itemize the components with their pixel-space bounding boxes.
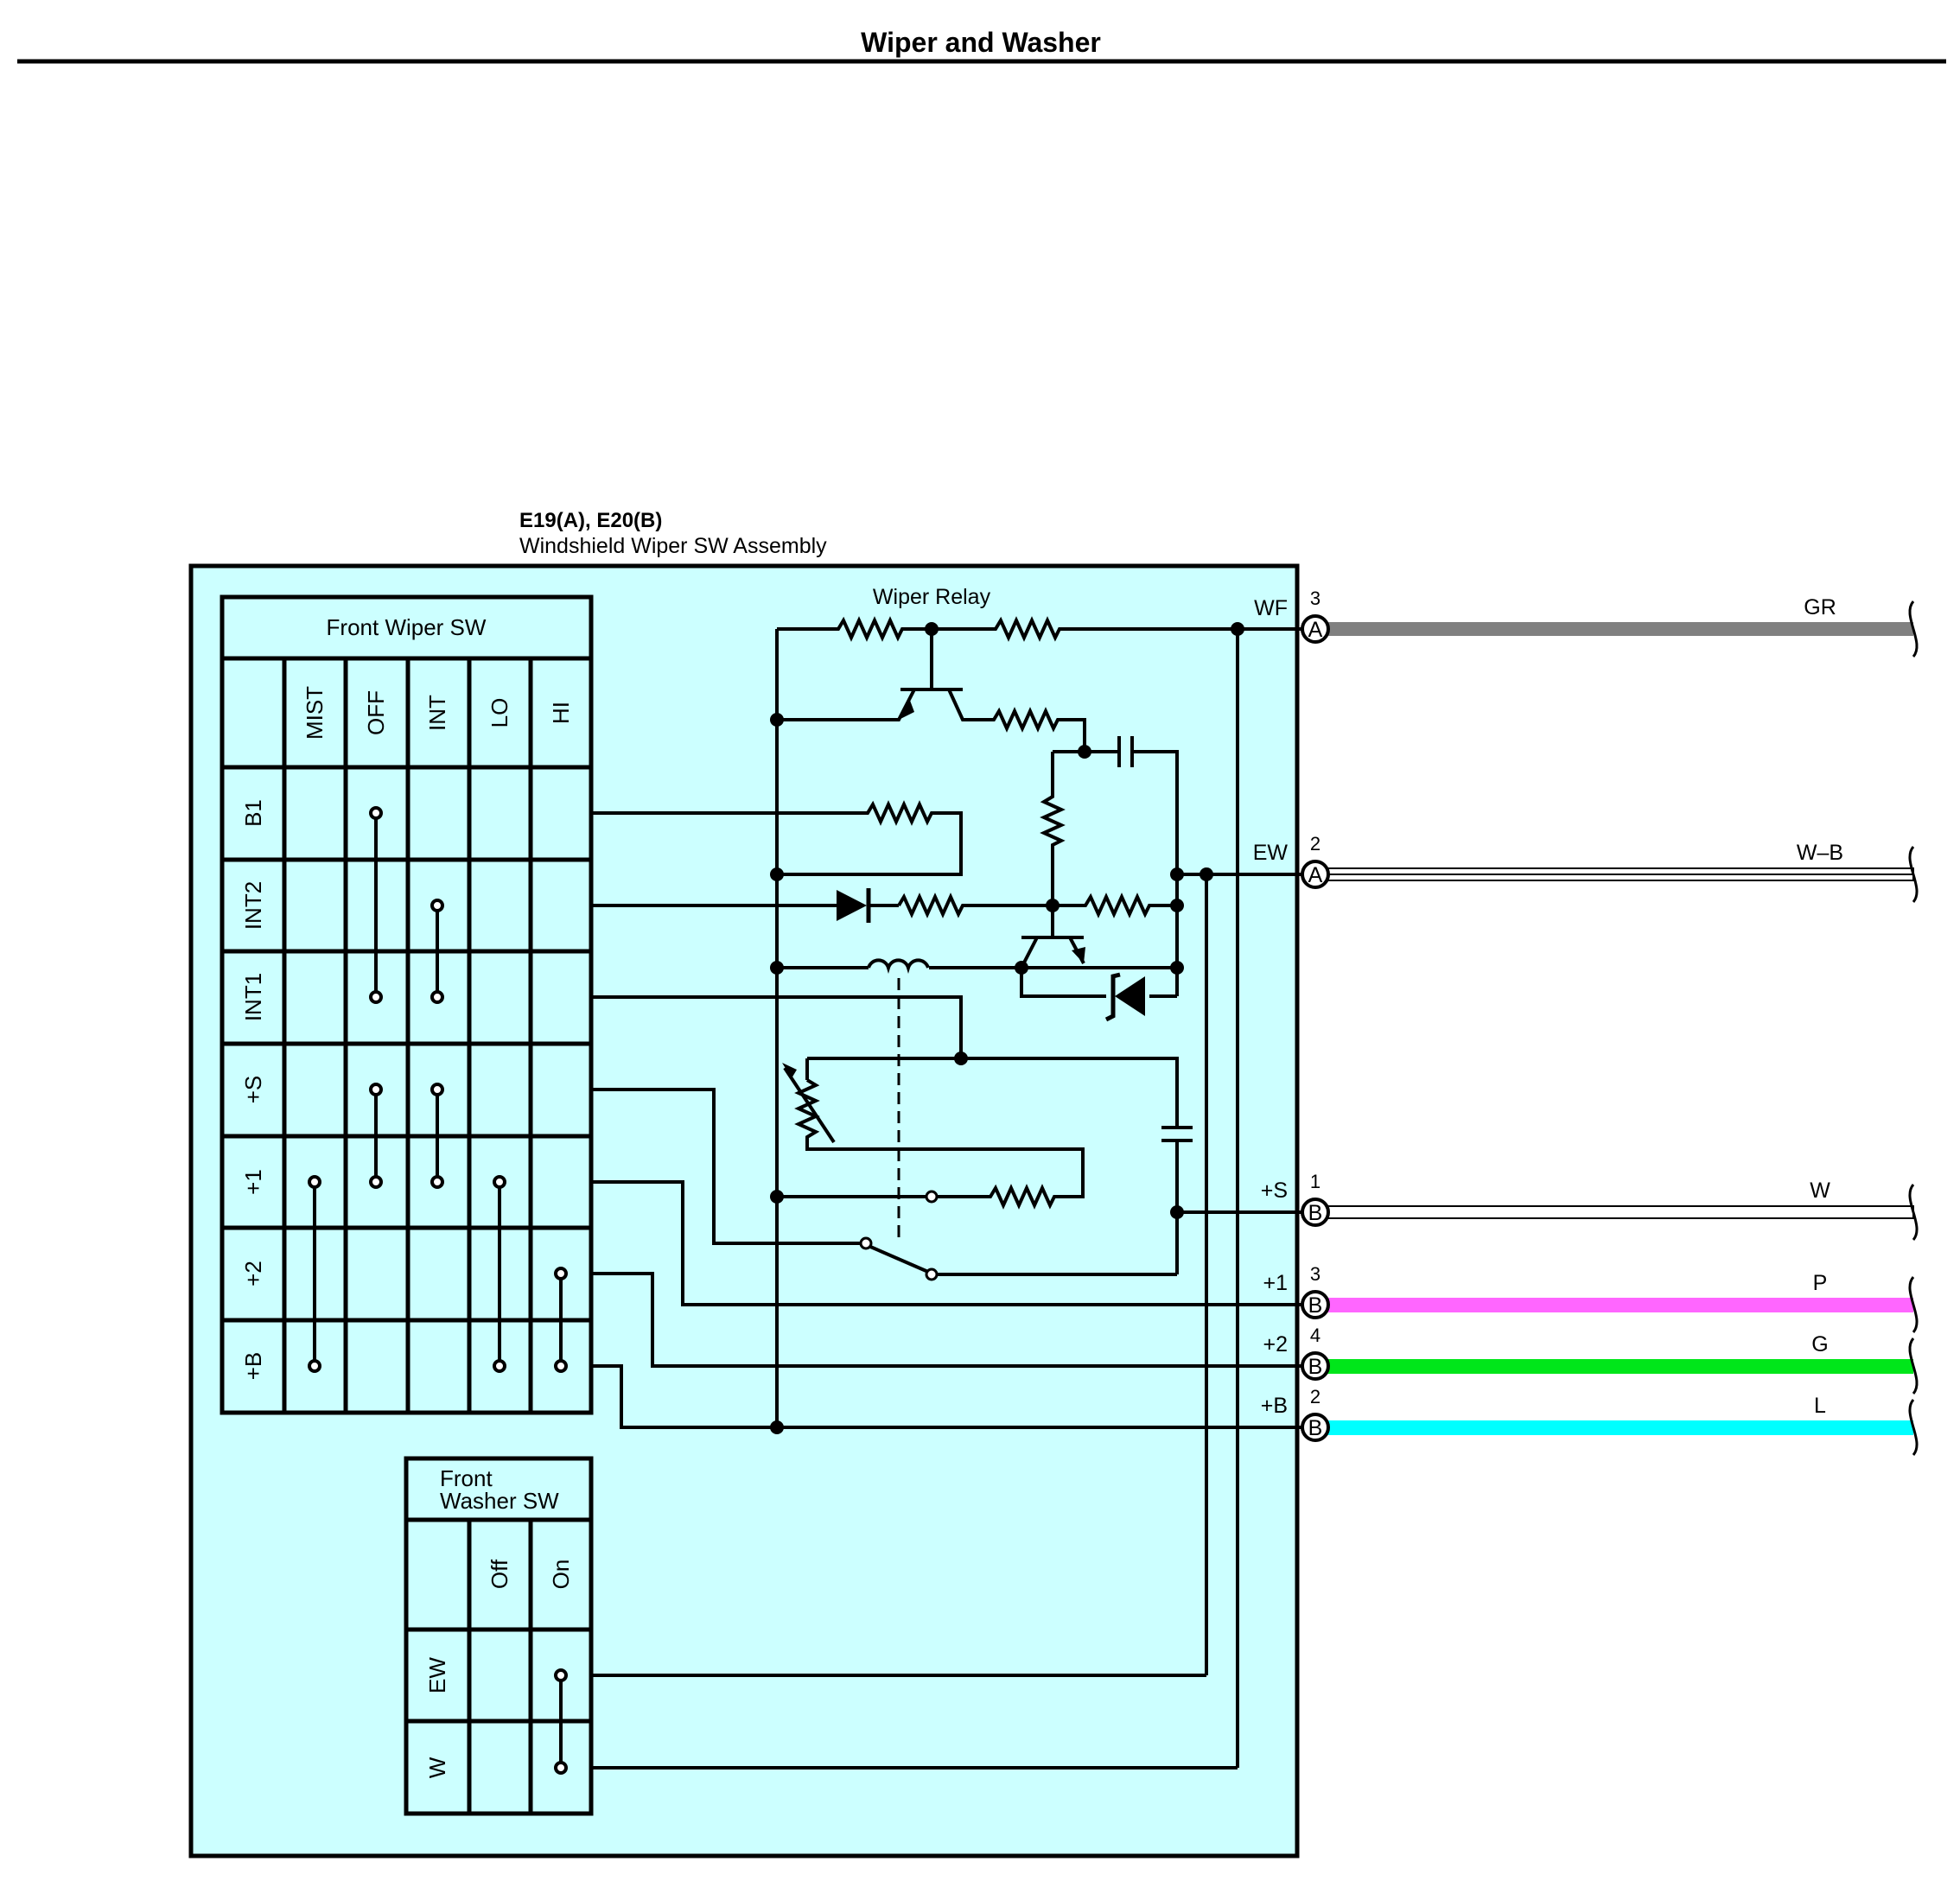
pin-plus-s-num: 1 <box>1310 1171 1320 1192</box>
wiper-pos-lo: LO <box>487 698 512 728</box>
pin-ew: A 2 EW W–B <box>1253 833 1843 889</box>
wiper-term-plus-b: +B <box>240 1352 266 1381</box>
connector-pins: A 3 WF GR A 2 EW W–B B 1 +S W B 3 +1 P <box>1253 588 1843 1442</box>
zener-diode <box>1115 976 1145 1016</box>
external-wires <box>1316 622 1914 1435</box>
pin-plus-1: B 3 +1 P <box>1263 1263 1828 1319</box>
wire-gr-label: GR <box>1804 595 1836 619</box>
wire-p <box>1317 1298 1913 1312</box>
pin-ew-num: 2 <box>1310 833 1320 855</box>
wire-w-b-label: W–B <box>1797 841 1843 865</box>
pin-wf-letter: A <box>1308 618 1323 642</box>
washer-sw-title-2: Washer SW <box>440 1488 559 1514</box>
transistor-2-arrow <box>1072 947 1085 963</box>
washer-term-w: W <box>424 1757 450 1778</box>
contact-2 <box>859 1236 873 1250</box>
pin-wf-num: 3 <box>1310 588 1320 609</box>
pin-plus-s: B 1 +S W <box>1261 1171 1830 1227</box>
pin-plus-1-name: +1 <box>1263 1271 1288 1295</box>
front-wiper-sw-title: Front Wiper SW <box>327 614 487 640</box>
pin-plus-s-name: +S <box>1261 1179 1288 1203</box>
wiper-term-plus-2: +2 <box>240 1261 266 1287</box>
pin-plus-b-letter: B <box>1308 1416 1323 1440</box>
variable-resistor-arrowhead <box>782 1063 797 1078</box>
wire-w <box>1316 1205 1914 1219</box>
wire-gr <box>1317 622 1913 636</box>
wire-l <box>1317 1420 1913 1435</box>
wiper-pos-mist: MIST <box>302 686 328 740</box>
wiper-term-plus-1: +1 <box>240 1169 266 1195</box>
wire-break-symbols <box>1908 600 1919 1456</box>
pin-plus-2: B 4 +2 G <box>1263 1325 1829 1381</box>
zener-bar <box>1104 972 1121 1022</box>
wiper-switch-connections <box>308 806 568 1373</box>
wiper-pos-off: OFF <box>363 690 389 735</box>
front-wiper-sw-table <box>220 594 594 1415</box>
washer-sw-title-1: Front <box>440 1465 493 1491</box>
wiper-term-plus-s: +S <box>240 1076 266 1104</box>
pin-plus-1-num: 3 <box>1310 1263 1320 1285</box>
front-washer-sw-table <box>404 1456 594 1816</box>
pin-wf-name: WF <box>1254 596 1288 620</box>
connector-name: Windshield Wiper SW Assembly <box>519 534 827 558</box>
pin-plus-1-letter: B <box>1308 1293 1323 1318</box>
pin-ew-letter: A <box>1308 863 1323 887</box>
washer-pos-on: On <box>548 1560 574 1590</box>
pin-plus-b: B 2 +B L <box>1261 1386 1826 1442</box>
assembly-box <box>188 563 1300 1858</box>
wire-p-label: P <box>1813 1271 1828 1295</box>
wiper-term-b1: B1 <box>240 799 266 827</box>
page-title: Wiper and Washer <box>861 27 1101 58</box>
washer-switch-connection <box>554 1668 568 1775</box>
pin-plus-b-name: +B <box>1261 1394 1288 1418</box>
transistor-1-arrow <box>899 698 914 720</box>
pin-plus-s-letter: B <box>1308 1201 1323 1225</box>
wiper-term-int1: INT1 <box>240 973 266 1021</box>
relay-components <box>782 698 1145 1281</box>
pin-ew-name: EW <box>1253 841 1289 865</box>
pin-plus-b-num: 2 <box>1310 1386 1320 1407</box>
washer-term-ew: EW <box>424 1657 450 1693</box>
variable-resistor-arrow <box>783 1066 836 1144</box>
washer-pos-off: Off <box>487 1559 512 1589</box>
pin-plus-2-num: 4 <box>1310 1325 1320 1346</box>
wire-l-label: L <box>1814 1394 1826 1418</box>
contact-1 <box>925 1190 939 1204</box>
wire-g <box>1317 1359 1913 1374</box>
pin-plus-2-letter: B <box>1308 1355 1323 1379</box>
pin-wf: A 3 WF GR <box>1254 588 1836 644</box>
relay-coil <box>867 958 930 974</box>
junction-dots <box>770 622 1244 1434</box>
pin-plus-2-name: +2 <box>1263 1332 1288 1356</box>
wiper-term-int2: INT2 <box>240 881 266 930</box>
wire-w-label: W <box>1810 1179 1830 1203</box>
wiper-pos-hi: HI <box>548 702 574 724</box>
wiper-pos-int: INT <box>424 695 450 731</box>
contact-3 <box>925 1268 939 1281</box>
wiper-relay-label: Wiper Relay <box>873 585 991 609</box>
wire-g-label: G <box>1811 1332 1828 1356</box>
diode-int2 <box>837 890 867 921</box>
connector-ids: E19(A), E20(B) <box>519 509 662 532</box>
